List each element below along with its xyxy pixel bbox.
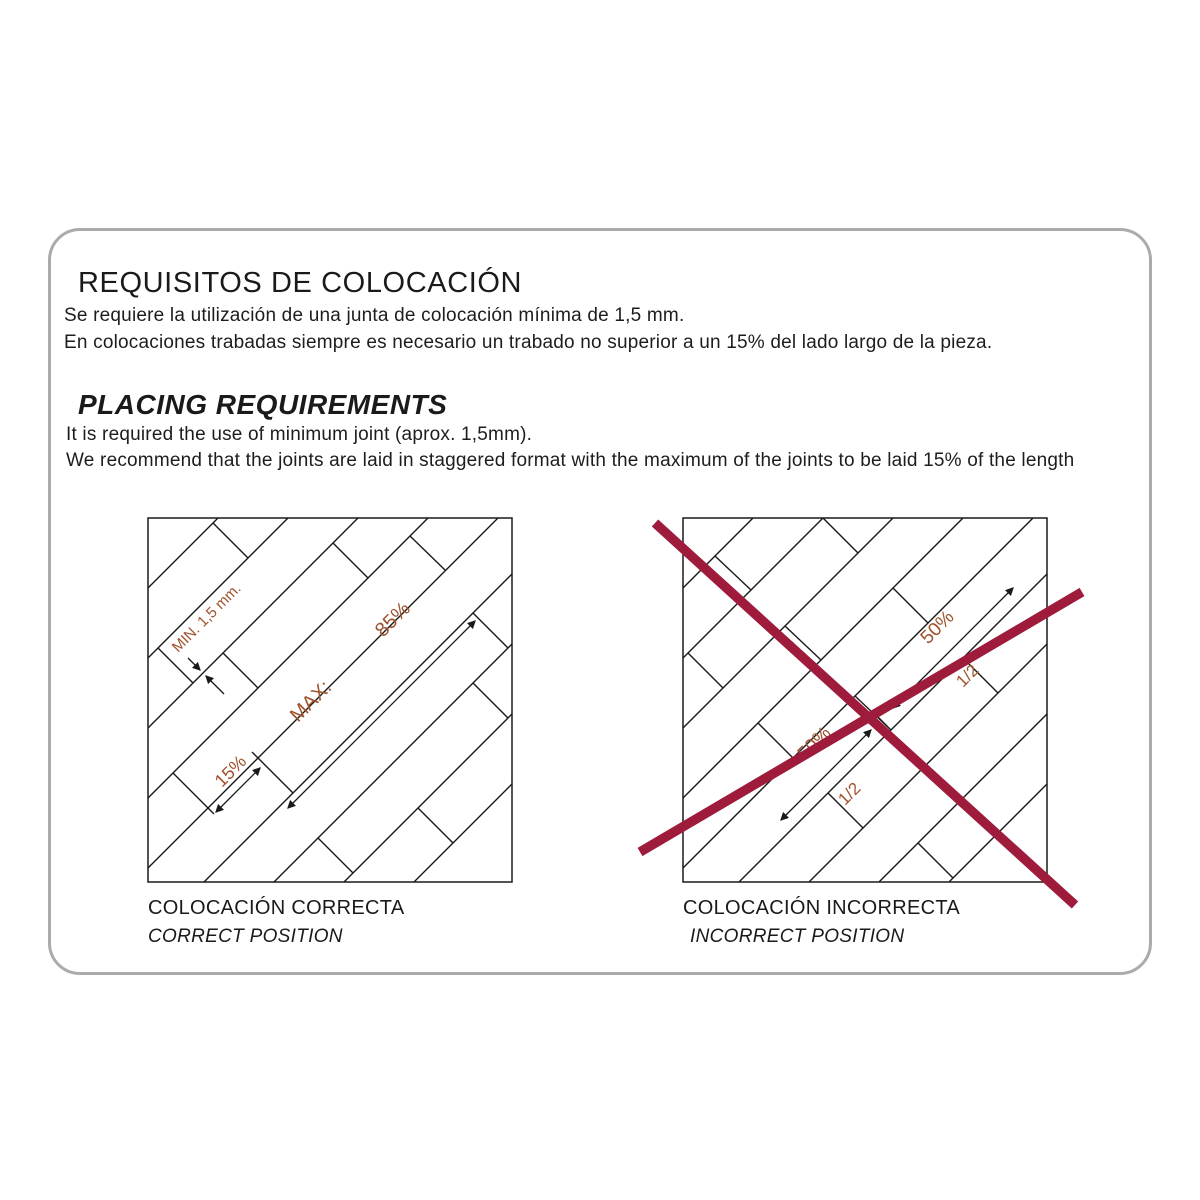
incorrect-position-diagram: 50% 1/2 50% 1/2 [637,517,1085,909]
intro-english-line2: We recommend that the joints are laid in… [66,450,1075,471]
lower-half-arrow [780,729,872,821]
cross-stroke-descending [651,519,1079,909]
intro-spanish-line1: Se requiere la utilización de una junta … [64,305,685,326]
staggered-joint-lines [157,522,509,874]
correct-caption-english: CORRECT POSITION [148,926,343,947]
correct-annotations: MIN. 1,5 mm. MAX: 85% 15% [169,580,476,813]
intro-spanish: Se requiere la utilización de una junta … [64,302,1139,356]
max-value-label: 85% [371,598,415,642]
stagger-arrow [215,767,261,813]
title-spanish: REQUISITOS DE COLOCACIÓN [78,267,523,300]
upper-half-value-label: 50% [917,607,959,649]
tile-area-border [147,517,513,883]
intro-english-line1: It is required the use of minimum joint … [66,424,533,445]
min-joint-arrow-lower [205,675,225,695]
min-joint-label: MIN. 1,5 mm. [169,580,245,656]
correct-position-diagram: MIN. 1,5 mm. MAX: 85% 15% [147,517,513,883]
plank-lines [147,517,513,883]
stagger-value-label: 15% [211,751,251,791]
incorrect-caption-english: INCORRECT POSITION [690,926,905,947]
cross-stroke-ascending [637,587,1085,857]
title-english: PLACING REQUIREMENTS [78,389,448,421]
max-length-arrow [287,620,476,809]
intro-spanish-line2: En colocaciones trabadas siempre es nece… [64,332,993,353]
correct-caption-spanish: COLOCACIÓN CORRECTA [148,897,405,919]
prohibition-cross-mark [637,519,1085,909]
min-joint-arrow-upper [187,657,201,671]
tile-area-border [682,517,1048,883]
max-label: MAX: [286,676,336,726]
incorrect-caption-spanish: COLOCACIÓN INCORRECTA [683,897,961,919]
intro-english: It is required the use of minimum joint … [66,422,1146,474]
